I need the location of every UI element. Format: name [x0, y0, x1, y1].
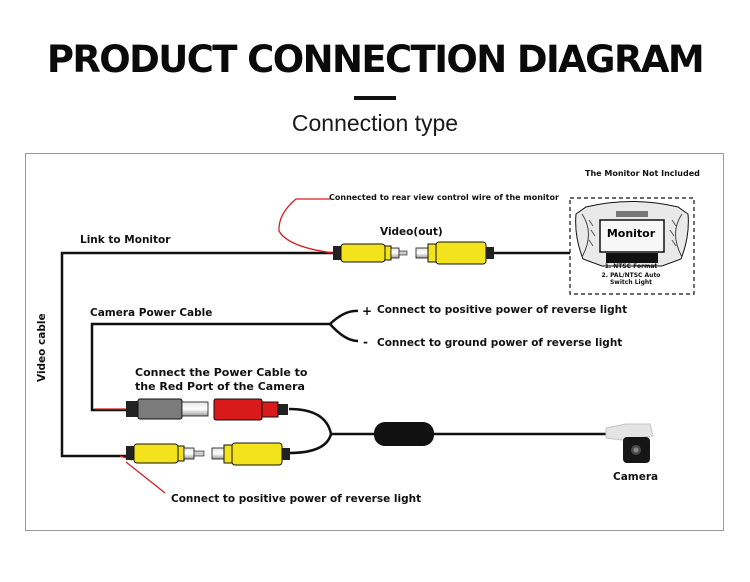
page-subtitle: Connection type [291, 110, 459, 136]
rca-plug-camera-left [126, 443, 205, 464]
diagram-frame [25, 153, 724, 531]
link-to-monitor-label: Link to Monitor [80, 234, 171, 246]
video-merge-wire [288, 433, 333, 455]
power-port-instruction-line2: the Red Port of the Camera [135, 380, 305, 393]
power-merge-wire [288, 407, 376, 436]
power-port-instruction-line1: Connect the Power Cable to [135, 366, 308, 379]
power-plug-gray [126, 398, 209, 420]
rear-view-note: Connected to rear view control wire of t… [329, 193, 559, 202]
ground-power-label: Connect to ground power of reverse light [377, 337, 623, 349]
bottom-positive-power-label: Connect to positive power of reverse lig… [171, 493, 422, 505]
bottom-positive-pointer [125, 461, 166, 494]
page-title: PRODUCT CONNECTION DIAGRAM [46, 38, 705, 81]
camera-power-wire [90, 322, 330, 412]
camera-image [605, 423, 654, 463]
power-plug-red [213, 398, 288, 421]
title-divider [354, 96, 396, 100]
monitor-spec-2: 2. PAL/NTSC Auto [601, 272, 661, 279]
positive-power-label: Connect to positive power of reverse lig… [377, 304, 628, 316]
monitor-spec-1: 1. NTSC Format [604, 263, 658, 270]
rear-view-pointer [278, 198, 334, 254]
rca-jack-camera-right [211, 442, 290, 466]
wiring [60, 251, 606, 458]
rca-plug-video-out-left [333, 243, 408, 263]
inline-module [374, 422, 434, 446]
camera-power-cable-label: Camera Power Cable [90, 307, 213, 319]
monitor-spec-3: Switch Light [609, 279, 653, 286]
video-cable-wire [60, 251, 337, 458]
positive-wire [329, 309, 359, 325]
camera-label: Camera [613, 471, 659, 483]
positive-sign: + [362, 304, 373, 318]
negative-sign: - [363, 335, 368, 349]
monitor-screen-label: Monitor [606, 227, 656, 240]
monitor-not-included-note: The Monitor Not Included [585, 169, 700, 178]
video-cable-label: Video cable [36, 313, 48, 382]
video-out-label: Video(out) [380, 226, 443, 238]
ground-wire [329, 323, 359, 343]
monitor-image [569, 197, 695, 295]
rca-jack-video-out-right [415, 241, 494, 265]
